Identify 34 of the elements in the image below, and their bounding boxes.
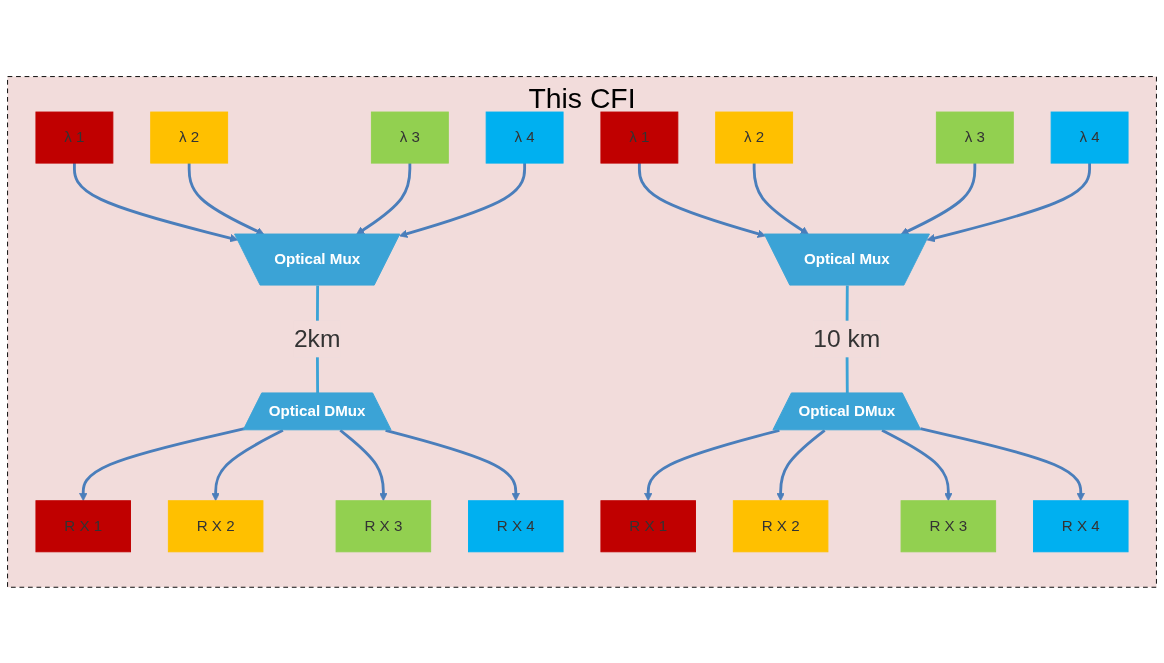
- node-box: R X 4: [1033, 499, 1129, 552]
- edge-label: 2km: [293, 323, 341, 353]
- arrow: [637, 162, 766, 238]
- arrow: [752, 162, 809, 235]
- node-box: R X 1: [35, 499, 131, 552]
- arrow: [920, 426, 1085, 501]
- node-box: λ 3: [370, 111, 449, 164]
- node-box: λ 2: [150, 111, 229, 164]
- arrow: [187, 162, 265, 235]
- node-box: λ 2: [715, 111, 794, 164]
- arrow: [776, 428, 826, 501]
- arrow: [881, 428, 953, 501]
- arrow: [339, 428, 388, 501]
- arrow: [399, 162, 527, 238]
- arrow: [356, 162, 412, 235]
- node-box: R X 4: [468, 499, 564, 552]
- arrow: [73, 162, 239, 242]
- node-box: λ 4: [485, 111, 564, 164]
- arrow: [644, 428, 780, 501]
- arrow: [900, 162, 977, 235]
- node-box: λ 1: [35, 111, 114, 164]
- node-box: λ 3: [935, 111, 1014, 164]
- node-box: R X 2: [167, 499, 264, 552]
- arrow: [385, 428, 520, 501]
- edge-label: 10 km: [813, 323, 881, 353]
- arrow: [211, 428, 284, 501]
- node-box: λ 1: [600, 111, 679, 164]
- arrow: [926, 162, 1091, 242]
- node-box: R X 3: [900, 499, 997, 552]
- arrow: [79, 426, 245, 501]
- node-box: R X 3: [335, 499, 432, 552]
- node-box: λ 4: [1050, 111, 1129, 164]
- node-box: R X 2: [732, 499, 829, 552]
- node-box: R X 1: [600, 499, 696, 552]
